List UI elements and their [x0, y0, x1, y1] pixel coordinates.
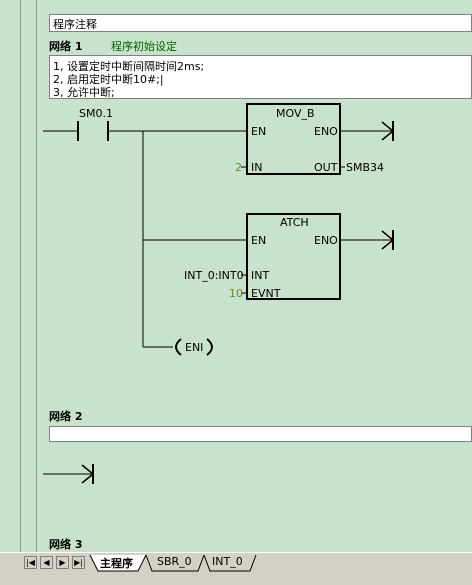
- ladder-wiring: [43, 103, 395, 484]
- atch-block: [246, 213, 341, 300]
- nav-prev-button[interactable]: ◀: [40, 556, 53, 569]
- atch-int-value[interactable]: INT_0:INT0: [184, 269, 244, 282]
- program-comment-box[interactable]: 程序注释: [49, 14, 472, 32]
- network-1-comment[interactable]: 1, 设置定时中断间隔时间2ms; 2, 启用定时中断10#;| 3, 允许中断…: [49, 55, 472, 99]
- mov-b-eno: ENO: [314, 125, 338, 138]
- mov-b-out: OUT: [314, 161, 338, 174]
- left-gutter: [0, 0, 43, 552]
- atch-evnt: EVNT: [251, 287, 281, 300]
- comment-line: 1, 设置定时中断间隔时间2ms;: [53, 60, 205, 73]
- gutter-line: [20, 0, 21, 552]
- network-1-label[interactable]: 网络 1: [49, 40, 83, 53]
- comment-line: 2, 启用定时中断10#;|: [53, 73, 164, 86]
- mov-b-in: IN: [251, 161, 263, 174]
- mov-b-in-value[interactable]: 2: [235, 161, 242, 174]
- tab-main[interactable]: 主程序: [100, 557, 133, 570]
- ladder-editor[interactable]: 程序注释 网络 1 程序初始设定 1, 设置定时中断间隔时间2ms; 2, 启用…: [43, 0, 472, 552]
- network-2-comment[interactable]: [49, 426, 472, 442]
- eni-coil-right: [206, 338, 213, 356]
- mov-b-out-value[interactable]: SMB34: [346, 161, 385, 174]
- atch-evnt-value[interactable]: 10: [229, 287, 243, 300]
- tab-bar: |◀ ◀ ▶ ▶| 主程序 SBR_0 INT_0: [0, 552, 472, 585]
- mov-b-en: EN: [251, 125, 267, 138]
- atch-int: INT: [251, 269, 270, 282]
- eni-coil-label[interactable]: ENI: [185, 341, 204, 354]
- network-1-title[interactable]: 程序初始设定: [111, 40, 177, 53]
- atch-en: EN: [251, 234, 267, 247]
- tab-outlines: [89, 554, 257, 572]
- atch-eno: ENO: [314, 234, 338, 247]
- tab-int0[interactable]: INT_0: [212, 555, 243, 568]
- mov-b-title[interactable]: MOV_B: [276, 107, 315, 120]
- atch-title[interactable]: ATCH: [280, 216, 309, 229]
- eni-coil-left: [175, 338, 182, 356]
- nav-last-button[interactable]: ▶|: [72, 556, 85, 569]
- tab-sbr0[interactable]: SBR_0: [157, 555, 192, 568]
- contact-sm0-1-label[interactable]: SM0.1: [79, 107, 113, 120]
- network-3-label[interactable]: 网络 3: [49, 538, 83, 551]
- nav-first-button[interactable]: |◀: [24, 556, 37, 569]
- mov-b-block: [246, 103, 341, 175]
- nav-next-button[interactable]: ▶: [56, 556, 69, 569]
- gutter-line: [36, 0, 37, 552]
- network-2-label[interactable]: 网络 2: [49, 410, 83, 423]
- program-comment-title: 程序注释: [53, 18, 97, 31]
- comment-line: 3, 允许中断;: [53, 86, 115, 99]
